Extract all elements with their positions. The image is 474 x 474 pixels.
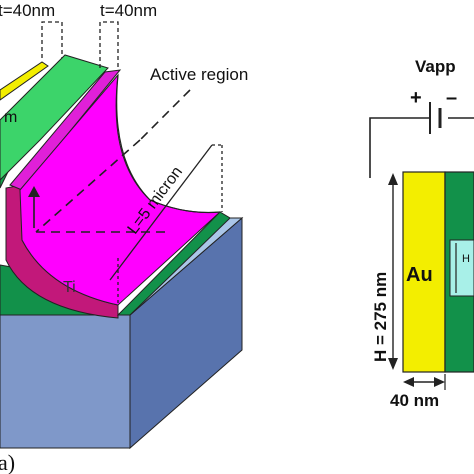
panel-a-device: t=40nm t=40nm Active region m L=5 micron… <box>0 1 248 474</box>
width-arrow-right <box>434 377 445 387</box>
ti-channel-curve-edge <box>116 74 221 214</box>
right-green-block <box>116 211 231 316</box>
height-label: H = 275 nm <box>371 272 390 362</box>
substrate-front-face <box>0 314 131 449</box>
plus-sign: + <box>410 87 422 109</box>
magenta-ridge <box>9 69 122 191</box>
thickness-label-left: t=40nm <box>0 1 55 20</box>
active-region-label: Active region <box>150 65 248 84</box>
inner-channel <box>449 239 474 297</box>
height-arrow-bottom <box>388 358 398 370</box>
thickness-label-right: t=40nm <box>100 1 157 20</box>
height-arrow-top <box>388 173 398 185</box>
circuit-wire <box>369 117 430 178</box>
active-region-pointer <box>139 89 191 141</box>
gold-electrode <box>402 171 446 373</box>
left-green-top <box>0 54 109 181</box>
voltage-label: Vapp <box>415 57 456 76</box>
inner-partial-label: H <box>462 253 470 265</box>
panel-label-a: a) <box>0 450 15 474</box>
width-arrow-left <box>403 377 414 387</box>
ti-label: Ti <box>63 279 76 296</box>
length-dimension-line <box>109 144 213 281</box>
thickness-marker-right <box>99 21 119 68</box>
minus-sign: – <box>446 87 457 109</box>
current-arrow-head <box>28 186 40 197</box>
yellow-top-strip <box>0 61 49 101</box>
width-label: 40 nm <box>390 391 439 410</box>
panel-b-cross-section: Vapp + – Au H H = 275 nm 40 nm <box>369 57 474 410</box>
partial-left-label: m <box>4 109 17 126</box>
gold-label: Au <box>406 264 433 286</box>
thickness-marker-left <box>41 21 63 58</box>
active-region-diagonal <box>35 139 141 233</box>
